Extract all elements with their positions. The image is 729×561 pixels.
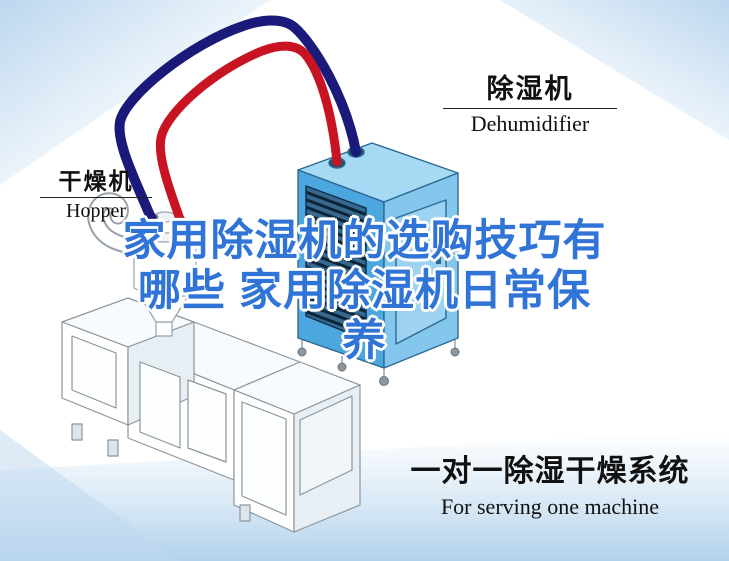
dryer-label-rule: [40, 197, 152, 198]
page-title: 家用除湿机的选购技巧有 哪些 家用除湿机日常保 养: [0, 216, 729, 366]
page-title-line1: 家用除湿机的选购技巧有: [122, 217, 607, 265]
page-title-line3: 养: [342, 317, 387, 365]
pipes: [114, 15, 361, 227]
dehumidifier-label-en: Dehumidifier: [470, 111, 590, 136]
pipe-navy: [114, 15, 361, 223]
pipe-red: [155, 41, 342, 227]
system-caption-zh: 一对一除湿干燥系统: [410, 455, 690, 488]
page-title-line2: 哪些 家用除湿机日常保: [138, 267, 591, 315]
system-caption-en: For serving one machine: [440, 494, 660, 519]
dryer-label-zh: 干燥机: [58, 168, 134, 194]
dehumidifier-label: 除湿机 Dehumidifier: [437, 74, 623, 137]
hopper-illustration: [87, 192, 197, 337]
machine-illustration: [61, 297, 361, 533]
dryer-label: 干燥机 Hopper: [36, 168, 156, 223]
dehumidifier-illustration: [297, 142, 460, 386]
dryer-label-en: Hopper: [66, 200, 126, 222]
dehumidifier-label-rule: [443, 108, 617, 109]
system-caption: 一对一除湿干燥系统 For serving one machine: [392, 455, 708, 520]
dehumidifier-label-zh: 除湿机: [486, 74, 574, 104]
